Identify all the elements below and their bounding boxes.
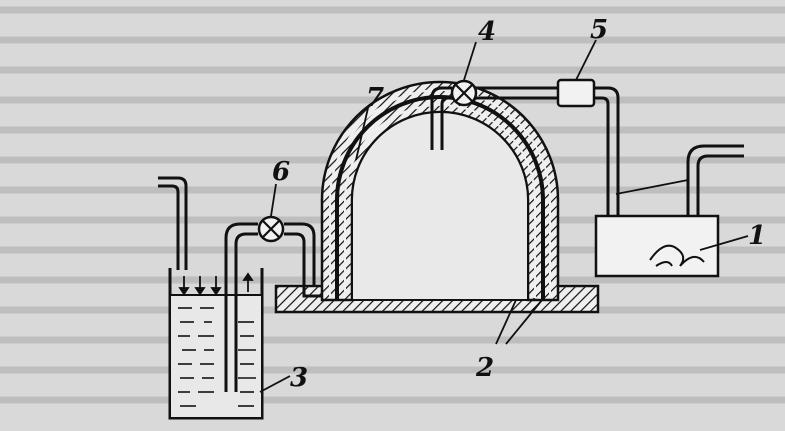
- label-part-7: 7: [366, 83, 384, 113]
- label-part-4: 4: [478, 17, 496, 47]
- label-part-2: 2: [475, 353, 494, 383]
- valve-6: [257, 215, 285, 243]
- label-part-3: 3: [290, 363, 308, 393]
- arch-mould: [320, 80, 560, 302]
- pipe-vessel3-to-mould: [224, 222, 322, 392]
- pipe-mould-to-vessel1: [430, 86, 620, 242]
- leader-lines: [259, 39, 749, 393]
- inlet-pipe-left: [158, 176, 188, 270]
- label-part-5: 5: [590, 15, 608, 45]
- valve-4: [450, 79, 478, 107]
- vessel-3: [168, 268, 264, 420]
- vessel-1: [594, 214, 720, 278]
- label-part-1: 1: [748, 221, 766, 251]
- filter-5: [556, 78, 596, 108]
- outlet-pipe-right: [686, 144, 744, 216]
- label-part-6: 6: [272, 157, 290, 187]
